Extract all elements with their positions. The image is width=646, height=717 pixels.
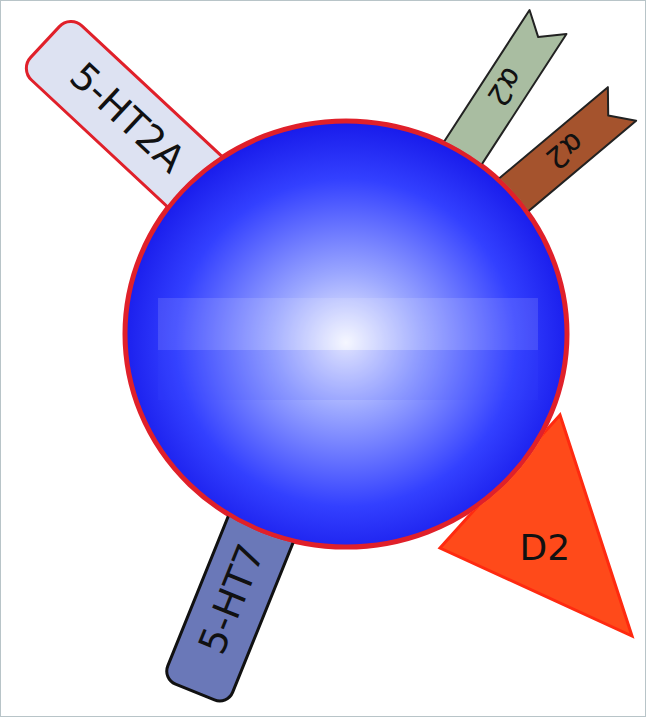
receptor-triangle-shape: [438, 412, 638, 640]
sphere-band: [158, 298, 538, 350]
receptor-label: D2: [520, 528, 571, 568]
sphere-band: [158, 350, 538, 400]
receptor-triangle: D2: [438, 412, 638, 640]
